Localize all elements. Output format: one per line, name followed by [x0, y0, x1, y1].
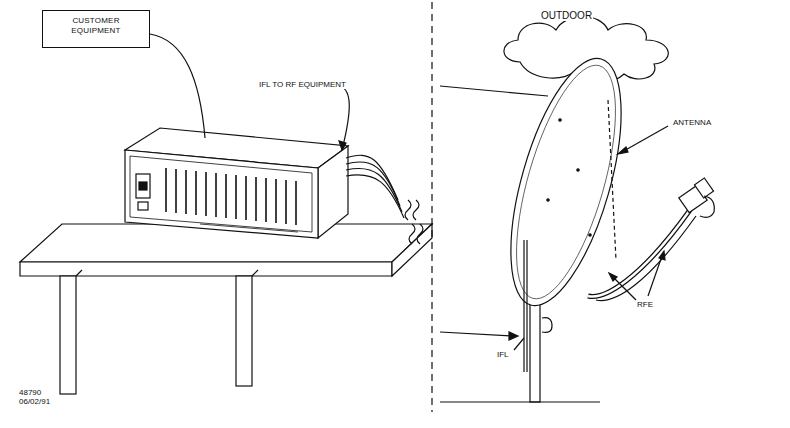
leader-line — [618, 126, 668, 154]
drawing-number: 48790 — [18, 388, 42, 397]
part-label: IFL — [496, 350, 510, 359]
cable-label: IFL TO RF EQUIPMENT — [258, 80, 347, 89]
part-label: ANTENNA — [672, 118, 712, 127]
ifl-run — [524, 240, 552, 372]
indoor-unit — [125, 128, 348, 238]
antenna-dish — [488, 47, 643, 317]
customer-cable — [150, 34, 205, 138]
leader-line — [609, 251, 665, 300]
rfe-feed — [588, 178, 714, 301]
table — [20, 224, 432, 394]
leader-line — [514, 338, 524, 350]
signal-line — [440, 86, 548, 96]
leader-line — [339, 86, 349, 150]
equipment-box: CUSTOMER EQUIPMENT — [42, 10, 150, 48]
drawing-date: 06/02/91 — [18, 397, 51, 406]
region-label: OUTDOOR — [540, 10, 593, 21]
indoor-outdoor-divider — [431, 2, 432, 412]
ifl-cables — [346, 155, 423, 244]
part-label: RFE — [636, 300, 654, 309]
arrow — [440, 332, 518, 340]
box-text: CUSTOMER EQUIPMENT — [51, 16, 141, 36]
